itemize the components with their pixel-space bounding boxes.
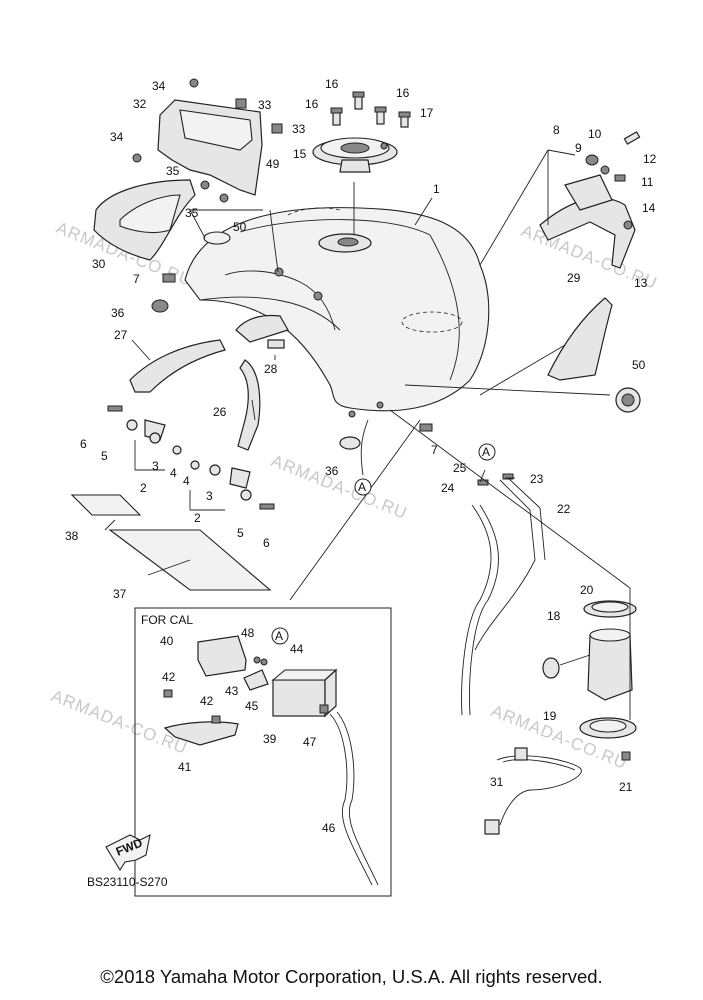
fuel-cap (312, 137, 398, 173)
part-label: 47 (303, 735, 317, 749)
part-label: 19 (543, 709, 557, 723)
part-label: 36 (325, 464, 339, 478)
part-label: 14 (642, 201, 656, 215)
part-label: 17 (420, 106, 434, 120)
part-label: 5 (101, 449, 108, 463)
part-label: 41 (178, 760, 192, 774)
part-label: 15 (293, 147, 307, 161)
part-label: 44 (290, 642, 304, 656)
part-label: 2 (140, 481, 147, 495)
part-label: 20 (580, 583, 594, 597)
leader-lines (104, 149, 631, 720)
part-label: 3 (206, 489, 213, 503)
part-label: 42 (162, 670, 176, 684)
part-label: 31 (490, 775, 504, 789)
part-label: 7 (133, 272, 140, 286)
part-label: 23 (530, 472, 544, 486)
part-label: 49 (266, 157, 280, 171)
part-label: 34 (110, 130, 124, 144)
part-label: 48 (241, 626, 255, 640)
part-label: 35 (185, 206, 199, 220)
part-label: 45 (245, 699, 259, 713)
side-cover-left (93, 179, 196, 261)
fwd-arrow-icon: FWD (105, 834, 151, 872)
part-label: 9 (575, 141, 582, 155)
top-cover (132, 78, 283, 203)
part-label: 34 (152, 79, 166, 93)
for-cal-label: FOR CAL (141, 613, 193, 627)
part-label: 38 (65, 529, 79, 543)
part-label: 26 (213, 405, 227, 419)
fuel-tank (184, 207, 490, 418)
for-cal-box (134, 607, 392, 897)
part-label: 35 (166, 164, 180, 178)
part-label: 2 (194, 511, 201, 525)
part-label: 37 (113, 587, 127, 601)
part-label: 50 (632, 358, 646, 372)
part-label: 6 (80, 437, 87, 451)
drawing-code: BS23110-S270 (87, 875, 168, 889)
ref-mark-a: A (358, 480, 366, 494)
left-parts (107, 231, 433, 510)
part-label: 18 (547, 609, 561, 623)
right-bracket (539, 131, 641, 413)
part-label: 5 (237, 526, 244, 540)
part-label: 28 (264, 362, 278, 376)
part-label: 46 (322, 821, 336, 835)
pads (70, 494, 272, 591)
part-label: 4 (183, 474, 190, 488)
watermark: ARMADA-CO.RU (269, 451, 411, 523)
ref-mark-a: A (482, 445, 490, 459)
fuel-hoses (461, 473, 546, 716)
part-label: 27 (114, 328, 128, 342)
part-label: 21 (619, 780, 633, 794)
part-label: 32 (133, 97, 147, 111)
fuel-pump (484, 600, 637, 835)
part-label: 40 (160, 634, 174, 648)
part-label: 3 (152, 459, 159, 473)
ref-mark-a: A (275, 629, 283, 643)
part-labels: 1 2 2 3 3 4 4 5 5 6 6 7 7 8 9 10 11 12 1… (65, 77, 657, 835)
part-label: 1 (433, 182, 440, 196)
part-label: 43 (225, 684, 239, 698)
part-label: 16 (325, 77, 339, 91)
part-label: 16 (396, 86, 410, 100)
part-label: 33 (258, 98, 272, 112)
part-label: 30 (92, 257, 106, 271)
part-label: 50 (233, 220, 247, 234)
part-label: 10 (588, 127, 602, 141)
part-label: 7 (431, 443, 438, 457)
part-label: 12 (643, 152, 657, 166)
part-label: 13 (634, 276, 648, 290)
part-label: 25 (453, 461, 467, 475)
part-label: 22 (557, 502, 571, 516)
part-label: 11 (641, 175, 654, 189)
ref-marks: A A A (271, 443, 496, 645)
part-label: 39 (263, 732, 277, 746)
part-label: 16 (305, 97, 319, 111)
part-label: 24 (441, 481, 455, 495)
part-label: 33 (292, 122, 306, 136)
part-label: 36 (111, 306, 125, 320)
part-label: 29 (567, 271, 581, 285)
cap-bolts (330, 91, 411, 128)
part-label: 42 (200, 694, 214, 708)
part-label: 8 (553, 123, 560, 137)
part-label: 6 (263, 536, 270, 550)
copyright-notice: ©2018 Yamaha Motor Corporation, U.S.A. A… (100, 966, 603, 987)
part-label: 4 (170, 466, 177, 480)
